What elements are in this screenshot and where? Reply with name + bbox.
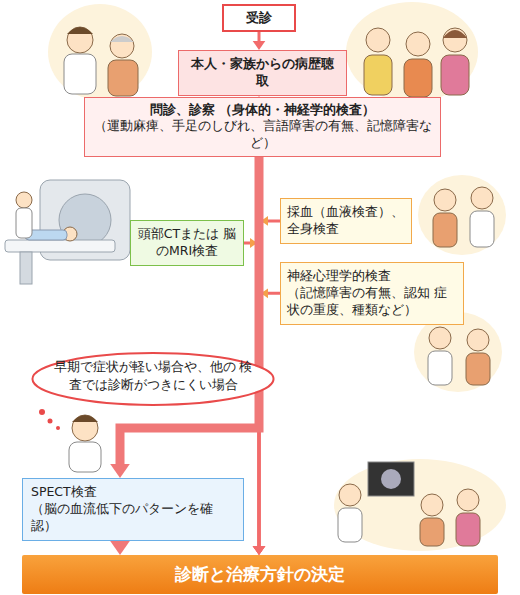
- mri-machine: [5, 180, 130, 284]
- patient-figure: [108, 34, 138, 96]
- family-figures: [364, 28, 469, 97]
- explanation-figures: [338, 462, 480, 546]
- blood-test-figures: [433, 187, 494, 247]
- scene-ground: [48, 4, 152, 100]
- arrow-head: [110, 541, 130, 555]
- result-band: 診断と治療方針の決定: [22, 555, 498, 594]
- arrow-head: [253, 41, 266, 50]
- flow-connector: [253, 32, 266, 50]
- node-text: 神経心理学的検査: [287, 268, 457, 285]
- node-text: 問診、診察 （身体的・神経学的検査）: [91, 102, 434, 118]
- start-box: 受診: [222, 4, 296, 32]
- node-text: 早期で症状が軽い場合や、他の 検査では診断がつきにくい場合: [48, 358, 258, 393]
- thought-dots: [39, 409, 60, 430]
- node-subtext: （脳の血流低下のパターンを確認）: [31, 501, 235, 535]
- node-text: 採血（血液検査）、 全身検査: [287, 204, 405, 238]
- arrow-head: [253, 546, 266, 555]
- node-text: 受診: [228, 9, 290, 27]
- scene-ground: [418, 175, 506, 255]
- doctor-figure: [64, 27, 96, 94]
- exam-box: 採血（血液検査）、 全身検査: [280, 198, 412, 244]
- neuropsych-figures: [428, 327, 490, 385]
- node-text: 診断と治療方針の決定: [28, 563, 492, 586]
- flow-connector: [110, 541, 130, 555]
- scene-ground: [334, 459, 506, 551]
- doctor-figure: [69, 415, 101, 472]
- exam-box: 神経心理学的検査（記憶障害の有無、認知 症状の重度、種類など）: [280, 262, 464, 325]
- arrow-head: [253, 546, 266, 555]
- process-box: 問診、診察 （身体的・神経学的検査）（運動麻痺、手足のしびれ、言語障害の有無、記…: [84, 97, 441, 157]
- node-subtext: （記憶障害の有無、認知 症状の重度、種類など）: [287, 285, 457, 319]
- node-subtext: （運動麻痺、手足のしびれ、言語障害の有無、記憶障害など）: [91, 118, 434, 151]
- exam-box: SPECT検査（脳の血流低下のパターンを確認）: [22, 478, 244, 541]
- exam-box: 頭部CTまたは 脳のMRI検査: [130, 220, 244, 266]
- connector-line: [120, 157, 259, 467]
- process-box: 本人・家族からの病歴聴取: [178, 50, 347, 96]
- node-text: SPECT検査: [31, 484, 235, 501]
- condition-oval: 早期で症状が軽い場合や、他の 検査では診断がつきにくい場合: [30, 352, 276, 406]
- node-text: 本人・家族からの病歴聴取: [185, 56, 340, 90]
- node-text: 頭部CTまたは 脳のMRI検査: [137, 226, 237, 260]
- flow-connector: [110, 157, 259, 478]
- arrow-head: [253, 546, 266, 555]
- arrow-head: [253, 546, 266, 555]
- arrow-head: [110, 464, 130, 478]
- scene-ground: [346, 2, 478, 102]
